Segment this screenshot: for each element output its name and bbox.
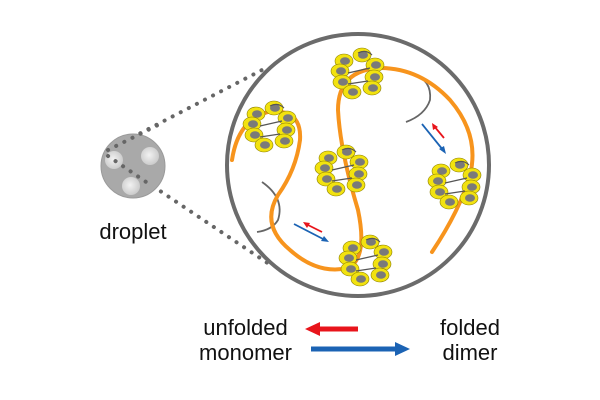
unfolded-monomer-label: unfolded monomer <box>178 315 313 365</box>
folded-label-line2: dimer <box>442 340 498 365</box>
forward-arrow-icon <box>311 342 410 356</box>
dotted-line-lower <box>106 154 274 268</box>
equilibrium-arrows <box>293 222 329 242</box>
droplet-label: droplet <box>99 219 167 244</box>
unfolded-chain-short <box>256 181 281 233</box>
folded-dimer-label: folded dimer <box>420 315 520 365</box>
unfolded-label-line1: unfolded <box>203 315 288 340</box>
unfolded-chain-long <box>230 65 475 272</box>
reverse-arrow-icon <box>305 322 358 336</box>
equilibrium-arrows <box>421 123 446 154</box>
unfolded-label-line2: monomer <box>199 340 292 365</box>
dotted-line-lower-overlay <box>106 154 154 188</box>
droplet-icon <box>100 133 166 199</box>
dotted-line-upper-overlay <box>106 122 162 152</box>
folded-label-line1: folded <box>440 315 500 340</box>
